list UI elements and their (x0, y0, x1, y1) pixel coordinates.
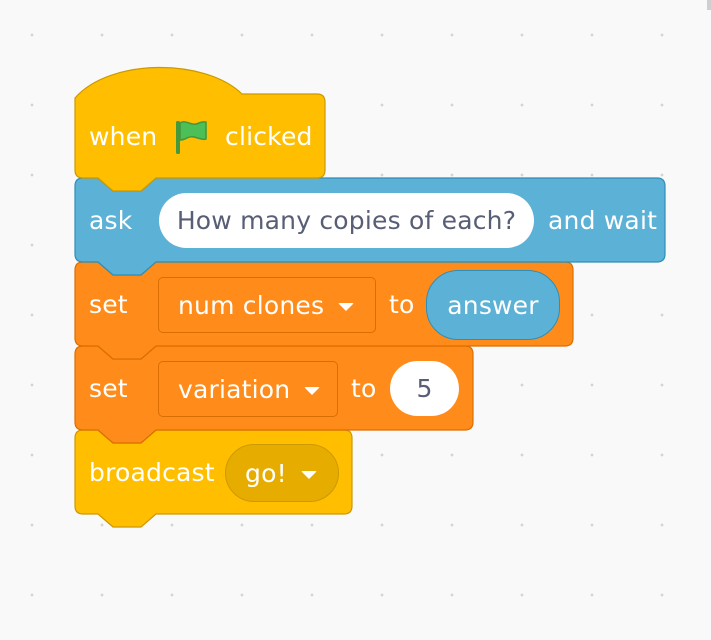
answer-reporter[interactable]: answer (426, 270, 560, 340)
ask-question-input[interactable]: How many copies of each? (159, 193, 534, 248)
ask-question-text: How many copies of each? (176, 206, 517, 235)
chevron-down-icon (338, 302, 355, 311)
variation-value-text: 5 (416, 374, 433, 403)
set-label-1: set (89, 290, 128, 319)
variable-dropdown-num-clones[interactable]: num clones (158, 277, 376, 333)
ask-and-wait-label: and wait (548, 206, 658, 235)
broadcast-message-dropdown[interactable]: go! (225, 444, 339, 502)
set-label-2: set (89, 374, 128, 403)
hat-when-label: when (89, 122, 158, 151)
scrollbar-corner (707, 0, 711, 10)
variation-value-input[interactable]: 5 (390, 361, 459, 416)
set-to-label-1: to (389, 290, 415, 319)
broadcast-label: broadcast (89, 458, 215, 487)
chevron-down-icon (300, 470, 317, 479)
broadcast-message-text: go! (245, 458, 287, 488)
green-flag-icon (176, 121, 207, 154)
variable-dropdown-variation-text: variation (178, 374, 291, 404)
set-to-label-2: to (351, 374, 377, 403)
chevron-down-icon (304, 386, 321, 395)
ask-label: ask (89, 206, 133, 235)
answer-reporter-text: answer (447, 290, 539, 320)
variable-dropdown-num-clones-text: num clones (178, 290, 325, 320)
variable-dropdown-variation[interactable]: variation (158, 361, 338, 417)
hat-clicked-label: clicked (225, 122, 313, 151)
